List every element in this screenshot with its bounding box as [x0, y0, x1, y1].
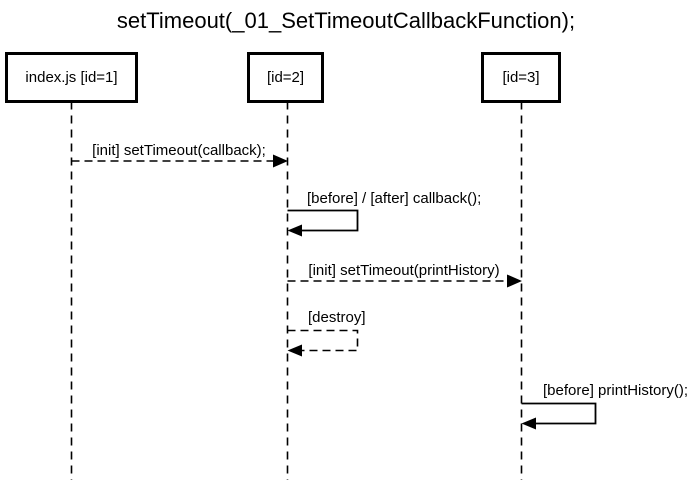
message-arrowhead [273, 154, 288, 168]
message-before-printhistory: [before] printHistory(); [521, 382, 688, 430]
actor-box [247, 52, 324, 103]
message-arrowhead [287, 344, 302, 357]
message-label: [before] printHistory(); [543, 382, 688, 399]
actor-label: [id=3] [502, 69, 539, 86]
message-init-settimeout-callback: [init] setTimeout(callback); [71, 142, 288, 168]
message-line [287, 209, 359, 232]
actor-id-3: [id=3] [481, 52, 561, 480]
diagram-title: setTimeout(_01_SetTimeoutCallbackFunctio… [117, 8, 575, 33]
message-line [287, 329, 359, 352]
message-label: [init] setTimeout(callback); [92, 142, 266, 159]
message-label: [destroy] [308, 309, 366, 326]
message-before-after-callback: [before] / [after] callback(); [287, 190, 481, 237]
message-arrowhead [287, 224, 302, 237]
actor-label: [id=2] [267, 69, 304, 86]
message-arrowhead [507, 274, 522, 288]
message-init-settimeout-printhistory: [init] setTimeout(printHistory) [287, 262, 522, 288]
actor-label: index.js [id=1] [25, 69, 117, 86]
message-destroy: [destroy] [287, 309, 366, 357]
message-line [521, 402, 597, 425]
message-arrowhead [521, 417, 536, 430]
message-label: [init] setTimeout(printHistory) [308, 262, 499, 279]
message-label: [before] / [after] callback(); [307, 190, 481, 207]
actor-id-2: [id=2] [247, 52, 324, 480]
actor-index-js: index.js [id=1] [5, 52, 138, 480]
